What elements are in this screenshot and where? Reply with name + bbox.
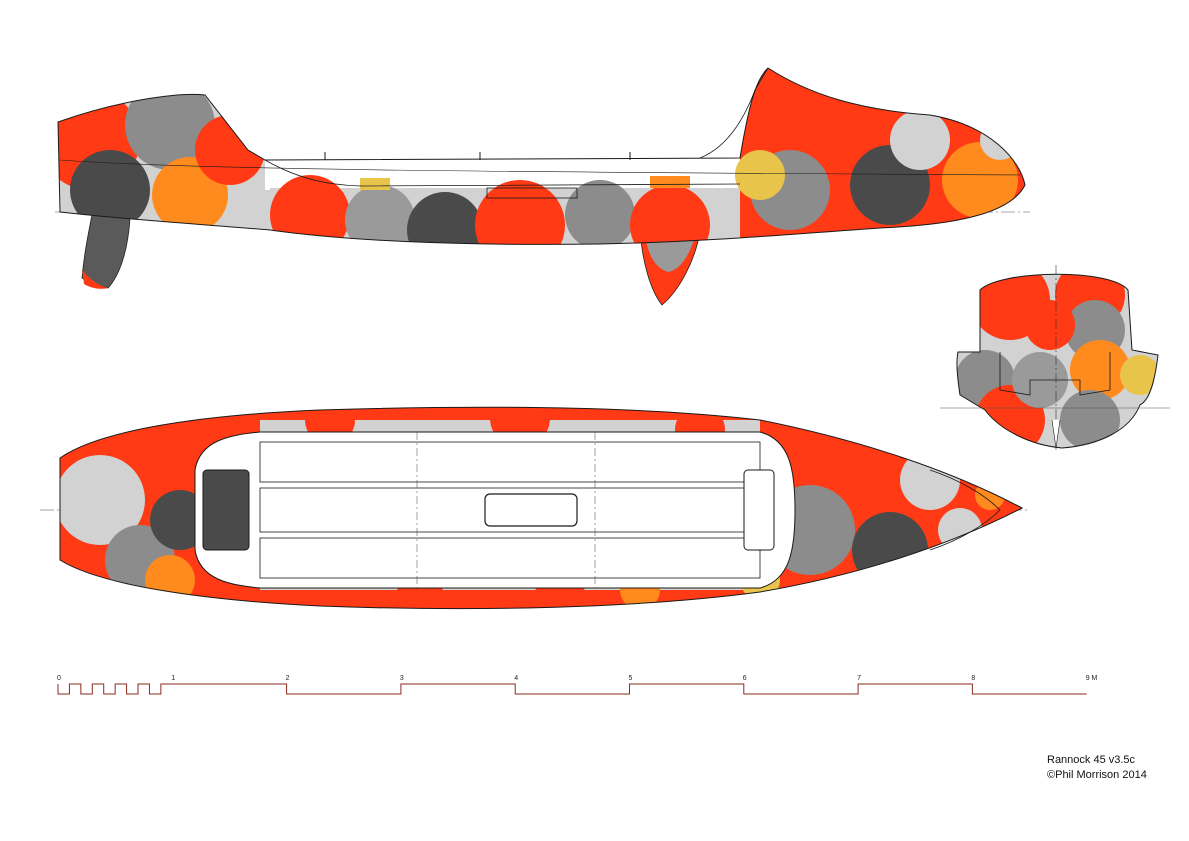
- scale-bar: 0 1 2 3 4 5 6 7 8 9 M: [57, 675, 1098, 695]
- section-keel-slot: [1051, 419, 1061, 449]
- profile-canopy: [699, 67, 769, 159]
- profile-deck-line: [264, 159, 741, 187]
- scale-label: 0: [57, 675, 61, 682]
- plan-hatch-fwd: [743, 469, 775, 551]
- scale-label: 7: [857, 675, 861, 682]
- section-pattern: [956, 274, 1158, 448]
- plan-seat-panel: [259, 537, 761, 579]
- profile-sheer-line: [59, 159, 1021, 176]
- profile-hull-outline: [57, 67, 1026, 245]
- scale-label: 8: [971, 675, 975, 682]
- scale-label: 5: [629, 675, 633, 682]
- scale-label: 1: [171, 675, 175, 682]
- profile-view: [55, 67, 1030, 306]
- plan-seat-panel: [259, 441, 761, 483]
- scale-label: 9 M: [1086, 675, 1098, 682]
- section-view: [940, 265, 1170, 450]
- section-cockpit: [999, 352, 1111, 396]
- scale-label: 2: [286, 675, 290, 682]
- plan-hatch-centre: [484, 493, 578, 527]
- rudder-tip: [82, 270, 108, 289]
- fin-keel-grey: [645, 235, 695, 272]
- scale-bar-line: [57, 683, 1087, 695]
- profile-hatch: [486, 187, 578, 199]
- plan-bow-inner: [929, 469, 1001, 551]
- rudder: [81, 214, 131, 289]
- plan-hatch-aft: [202, 469, 250, 551]
- scale-label: 6: [743, 675, 747, 682]
- plan-view: [40, 406, 1030, 610]
- scale-label: 3: [400, 675, 404, 682]
- section-outline: [956, 273, 1159, 449]
- copyright-line: ©Phil Morrison 2014: [1047, 769, 1147, 781]
- scale-label: 4: [514, 675, 518, 682]
- title-block: Rannock 45 v3.5c ©Phil Morrison 2014: [1047, 753, 1147, 783]
- drawing-title: Rannock 45 v3.5c: [1047, 754, 1136, 766]
- profile-hull-pattern: [58, 68, 1025, 245]
- plan-hull-outline: [59, 406, 1024, 610]
